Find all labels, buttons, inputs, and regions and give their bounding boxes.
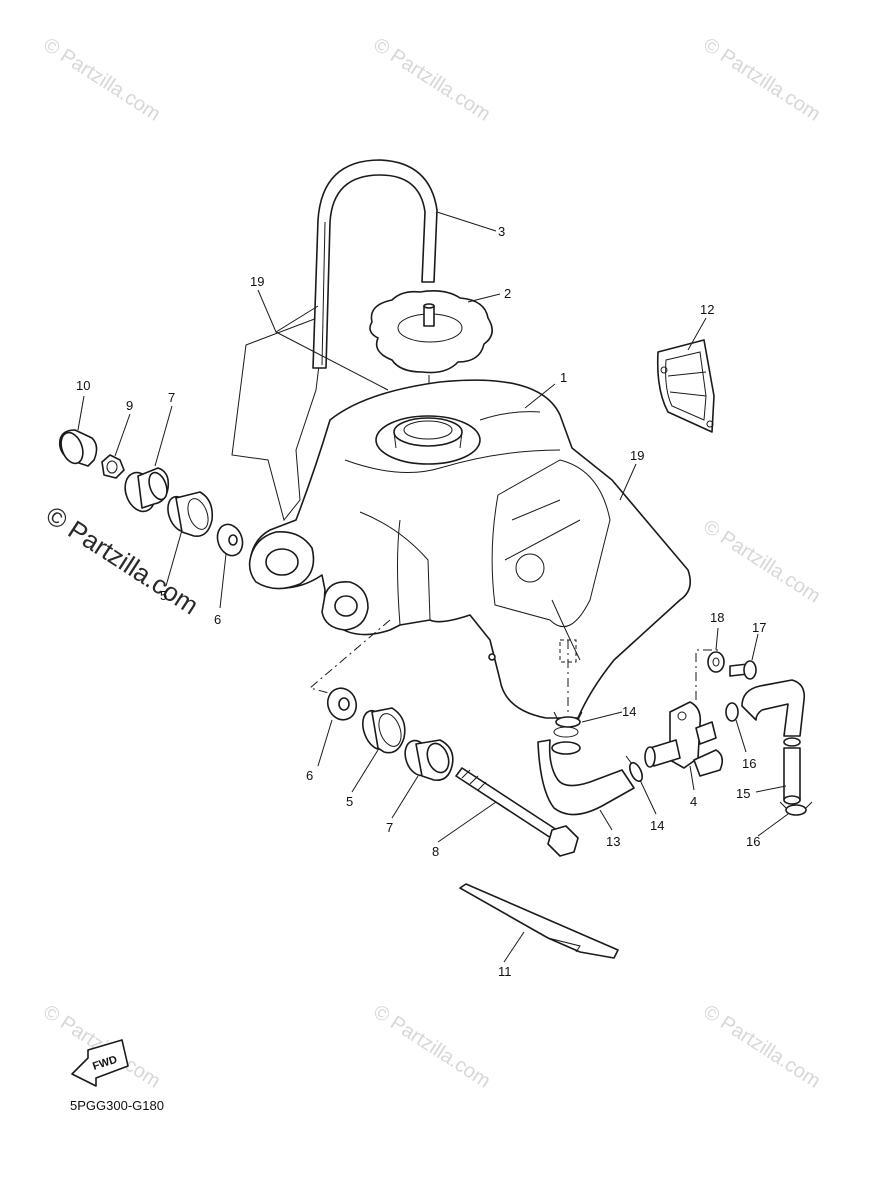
callout-14-upper: 14 bbox=[622, 704, 636, 719]
lower-mount-stack bbox=[308, 619, 579, 857]
callout-11: 11 bbox=[498, 964, 512, 979]
leader-lines bbox=[77, 211, 789, 963]
callout-1: 1 bbox=[560, 370, 567, 385]
upper-mount-stack bbox=[58, 429, 244, 557]
callout-19-right: 19 bbox=[630, 448, 644, 463]
gasket bbox=[656, 339, 715, 433]
callout-4: 4 bbox=[690, 794, 697, 809]
callout-12: 12 bbox=[700, 302, 714, 317]
callout-16-upper: 16 bbox=[742, 756, 756, 771]
watermark: © Partzilla.com bbox=[699, 516, 824, 608]
callout-18: 18 bbox=[710, 610, 724, 625]
callout-14-lower: 14 bbox=[650, 818, 664, 833]
callout-6-upper: 6 bbox=[214, 612, 221, 627]
callout-7-upper: 7 bbox=[168, 390, 175, 405]
watermark: © Partzilla.com bbox=[369, 34, 494, 126]
overflow-hose bbox=[725, 679, 813, 816]
callout-15: 15 bbox=[736, 786, 750, 801]
callout-9: 9 bbox=[126, 398, 133, 413]
callout-19-left: 19 bbox=[250, 274, 264, 289]
diagram-code: 5PGG300-G180 bbox=[70, 1098, 164, 1113]
fwd-arrow-icon: FWD bbox=[71, 1039, 129, 1087]
fuel-petcock bbox=[644, 649, 724, 777]
callout-7-lower: 7 bbox=[386, 820, 393, 835]
petcock-screw bbox=[707, 651, 757, 680]
callout-3: 3 bbox=[498, 224, 505, 239]
callout-13: 13 bbox=[606, 834, 620, 849]
callout-5-upper: 5 bbox=[160, 588, 167, 603]
callout-5-lower: 5 bbox=[346, 794, 353, 809]
fuel-cap bbox=[369, 290, 493, 374]
hose-clips bbox=[553, 711, 643, 783]
damper-strip bbox=[459, 883, 619, 959]
callout-10: 10 bbox=[76, 378, 90, 393]
watermark: © Partzilla.com bbox=[39, 34, 164, 126]
fuel-hose bbox=[537, 726, 635, 816]
breather-hose bbox=[312, 159, 438, 369]
callout-8: 8 bbox=[432, 844, 439, 859]
watermark: © Partzilla.com bbox=[699, 1001, 824, 1093]
callout-16-lower: 16 bbox=[746, 834, 760, 849]
watermark: © Partzilla.com bbox=[699, 34, 824, 126]
callout-17: 17 bbox=[752, 620, 766, 635]
callout-6-lower: 6 bbox=[306, 768, 313, 783]
callout-2: 2 bbox=[504, 286, 511, 301]
callouts: 1 2 3 19 12 19 10 9 7 5 6 6 5 7 8 11 13 … bbox=[76, 224, 766, 979]
watermark: © Partzilla.com bbox=[369, 1001, 494, 1093]
fuel-tank bbox=[248, 379, 691, 719]
